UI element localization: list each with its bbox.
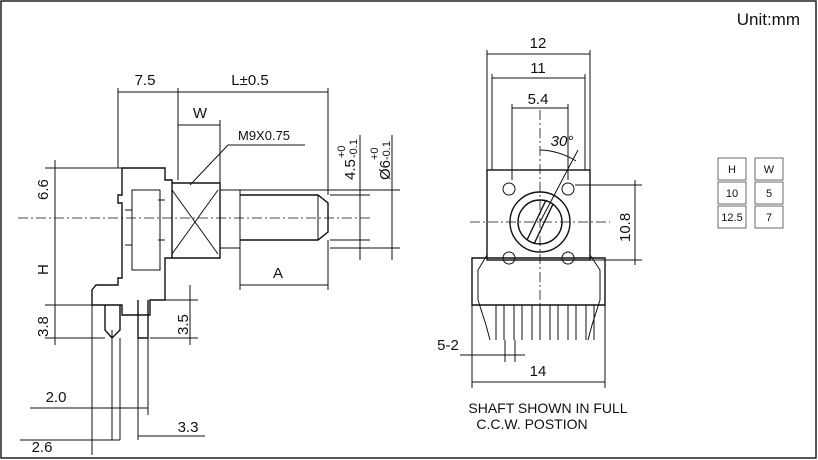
front-centerlines	[470, 110, 610, 305]
dim-14: 14	[530, 363, 547, 380]
dim-2-6: 2.6	[32, 439, 53, 456]
dim-38-lines	[45, 305, 105, 345]
front-view: 30° 12 11 5.4 10.8 5-2 14 SHAFT SHOWN IN…	[437, 35, 642, 432]
mount-hole-br	[561, 251, 575, 265]
dim-d6-lines	[240, 135, 400, 260]
dim-75-lines	[117, 88, 179, 180]
dim-W-lines	[178, 120, 221, 183]
dim-11: 11	[530, 60, 546, 77]
dim-2-0: 2.0	[46, 389, 67, 406]
dim-H: H	[35, 264, 52, 275]
housing-outline	[91, 167, 173, 316]
dim-7-5: 7.5	[135, 72, 156, 89]
table-cell	[754, 205, 784, 229]
dim-A: A	[273, 265, 283, 282]
table-header-H: H	[728, 164, 736, 176]
dim-12-lines	[486, 50, 591, 170]
table-row-1-H: 10	[726, 188, 738, 200]
dim-H-lines	[45, 218, 92, 306]
dim-5-2: 5-2	[437, 337, 459, 354]
dim-10-8: 10.8	[617, 213, 634, 242]
front-pins	[477, 299, 601, 341]
pin-extension-lines	[111, 330, 121, 440]
dim-dia-6-tol-dn: -0.1	[381, 141, 393, 160]
dim-5-4: 5.4	[528, 91, 549, 108]
thread-hatch	[171, 189, 219, 255]
thread-leader	[189, 144, 305, 186]
front-base	[471, 257, 606, 306]
dim-3-8: 3.8	[35, 316, 52, 337]
table-cell	[717, 181, 747, 205]
dim-108-lines	[575, 180, 642, 265]
dim-45-lines	[330, 135, 370, 260]
table-row-1-W: 5	[766, 188, 772, 200]
dim-12: 12	[530, 35, 547, 52]
thread-spec: M9X0.75	[238, 128, 290, 143]
caption-line-2: C.C.W. POSTION	[476, 416, 587, 432]
dim-6-6: 6.6	[35, 179, 52, 200]
mount-hole-tr	[561, 182, 575, 196]
table-row-2-W: 7	[766, 212, 772, 224]
dim-35-lines	[150, 285, 198, 345]
dim-dia-6: Ø6	[377, 160, 394, 180]
dim-54-lines	[511, 104, 569, 180]
table-header-W: W	[764, 164, 775, 176]
dim-14-lines	[471, 305, 606, 388]
table-cell	[754, 181, 784, 205]
dim-4-5-tol-dn: -0.1	[348, 139, 360, 158]
shaft	[240, 194, 329, 241]
angle-arc	[539, 149, 577, 162]
table-row-2-H: 12.5	[721, 212, 742, 224]
table-header-cell-W	[754, 157, 784, 181]
table-header-cell-H	[717, 157, 747, 181]
dim-66-lines	[45, 160, 122, 218]
dim-33-lines	[137, 338, 205, 440]
mount-hole-bl	[502, 251, 516, 265]
rear-pin	[137, 300, 149, 339]
dim-3-3: 3.3	[178, 419, 199, 436]
dim-L-lines	[178, 88, 329, 195]
hw-table: H W 10 5 12.5 7	[717, 157, 784, 229]
dim-3-5: 3.5	[175, 314, 192, 335]
dim-angle-30: 30°	[551, 133, 574, 150]
dim-26-lines	[20, 305, 120, 455]
housing-details	[125, 199, 165, 246]
housing-inner	[131, 189, 161, 271]
dim-A-lines	[239, 240, 329, 290]
side-view: 7.5 L±0.5 W M9X0.75 4.5 +0 -0.1 Ø6 +0 -0…	[18, 72, 400, 456]
dim-dia-6-tol-up: +0	[369, 147, 381, 160]
dim-4-5-tol-up: +0	[336, 145, 348, 158]
dim-11-lines	[491, 74, 586, 170]
shaft-slot	[526, 199, 554, 245]
dim-W: W	[193, 105, 208, 122]
dim-4-5: 4.5	[342, 159, 359, 180]
caption-line-1: SHAFT SHOWN IN FULL	[468, 400, 627, 416]
bushing-collar	[220, 189, 241, 249]
dim-L: L±0.5	[231, 72, 268, 89]
angle-line	[539, 149, 579, 223]
table-cell	[717, 205, 747, 229]
front-housing	[486, 169, 591, 261]
dim-52-lines	[460, 340, 525, 362]
front-bracket	[477, 254, 601, 300]
bushing	[172, 182, 221, 259]
unit-label: Unit:mm	[737, 10, 800, 29]
mount-hole-tl	[502, 182, 516, 196]
dim-20-lines	[30, 338, 149, 415]
